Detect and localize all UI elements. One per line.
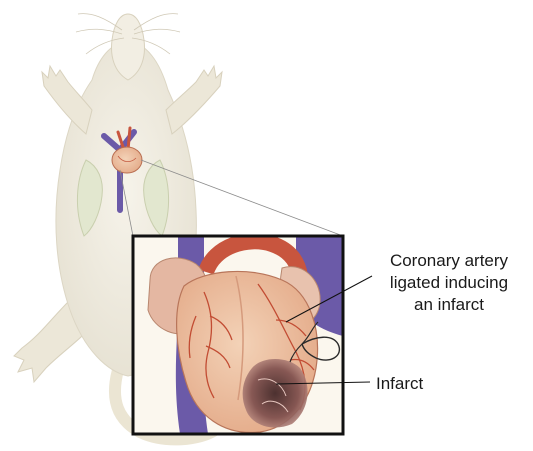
callout-coronary-line-2: ligated inducing [374,272,524,294]
callout-coronary-line-1: Coronary artery [374,250,524,272]
callout-infarct: Infarct [376,373,423,395]
heart-inset [133,236,343,434]
callout-coronary-line-3: an infarct [374,294,524,316]
callout-coronary-ligation: Coronary artery ligated inducing an infa… [374,250,524,316]
